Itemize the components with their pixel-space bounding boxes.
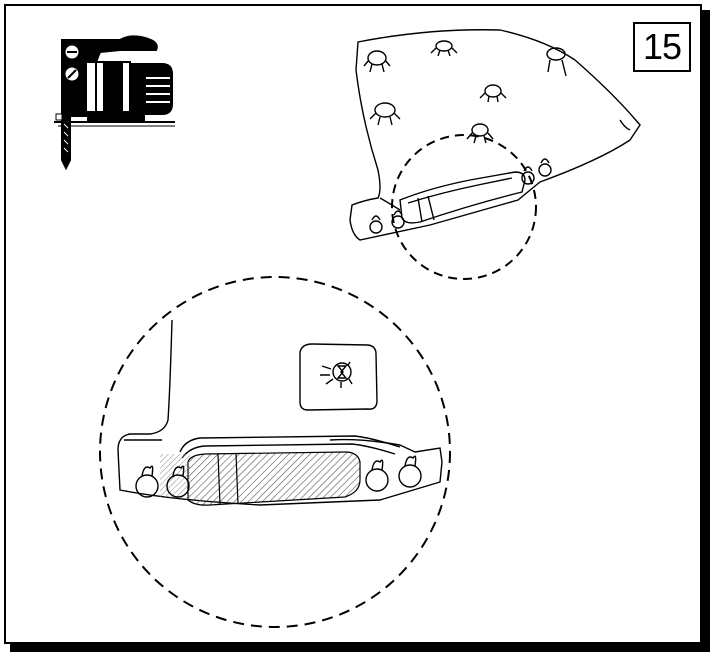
panel-detail (117, 319, 443, 506)
detail-callout-circle (391, 134, 537, 280)
attachment-point-detail-icon (299, 343, 378, 411)
panel-overview (349, 29, 641, 241)
detail-zoom-circle (99, 276, 451, 628)
step-number: 15 (642, 26, 682, 67)
jigsaw-tool-icon (54, 35, 175, 171)
step-number-box: 15 (633, 22, 691, 72)
